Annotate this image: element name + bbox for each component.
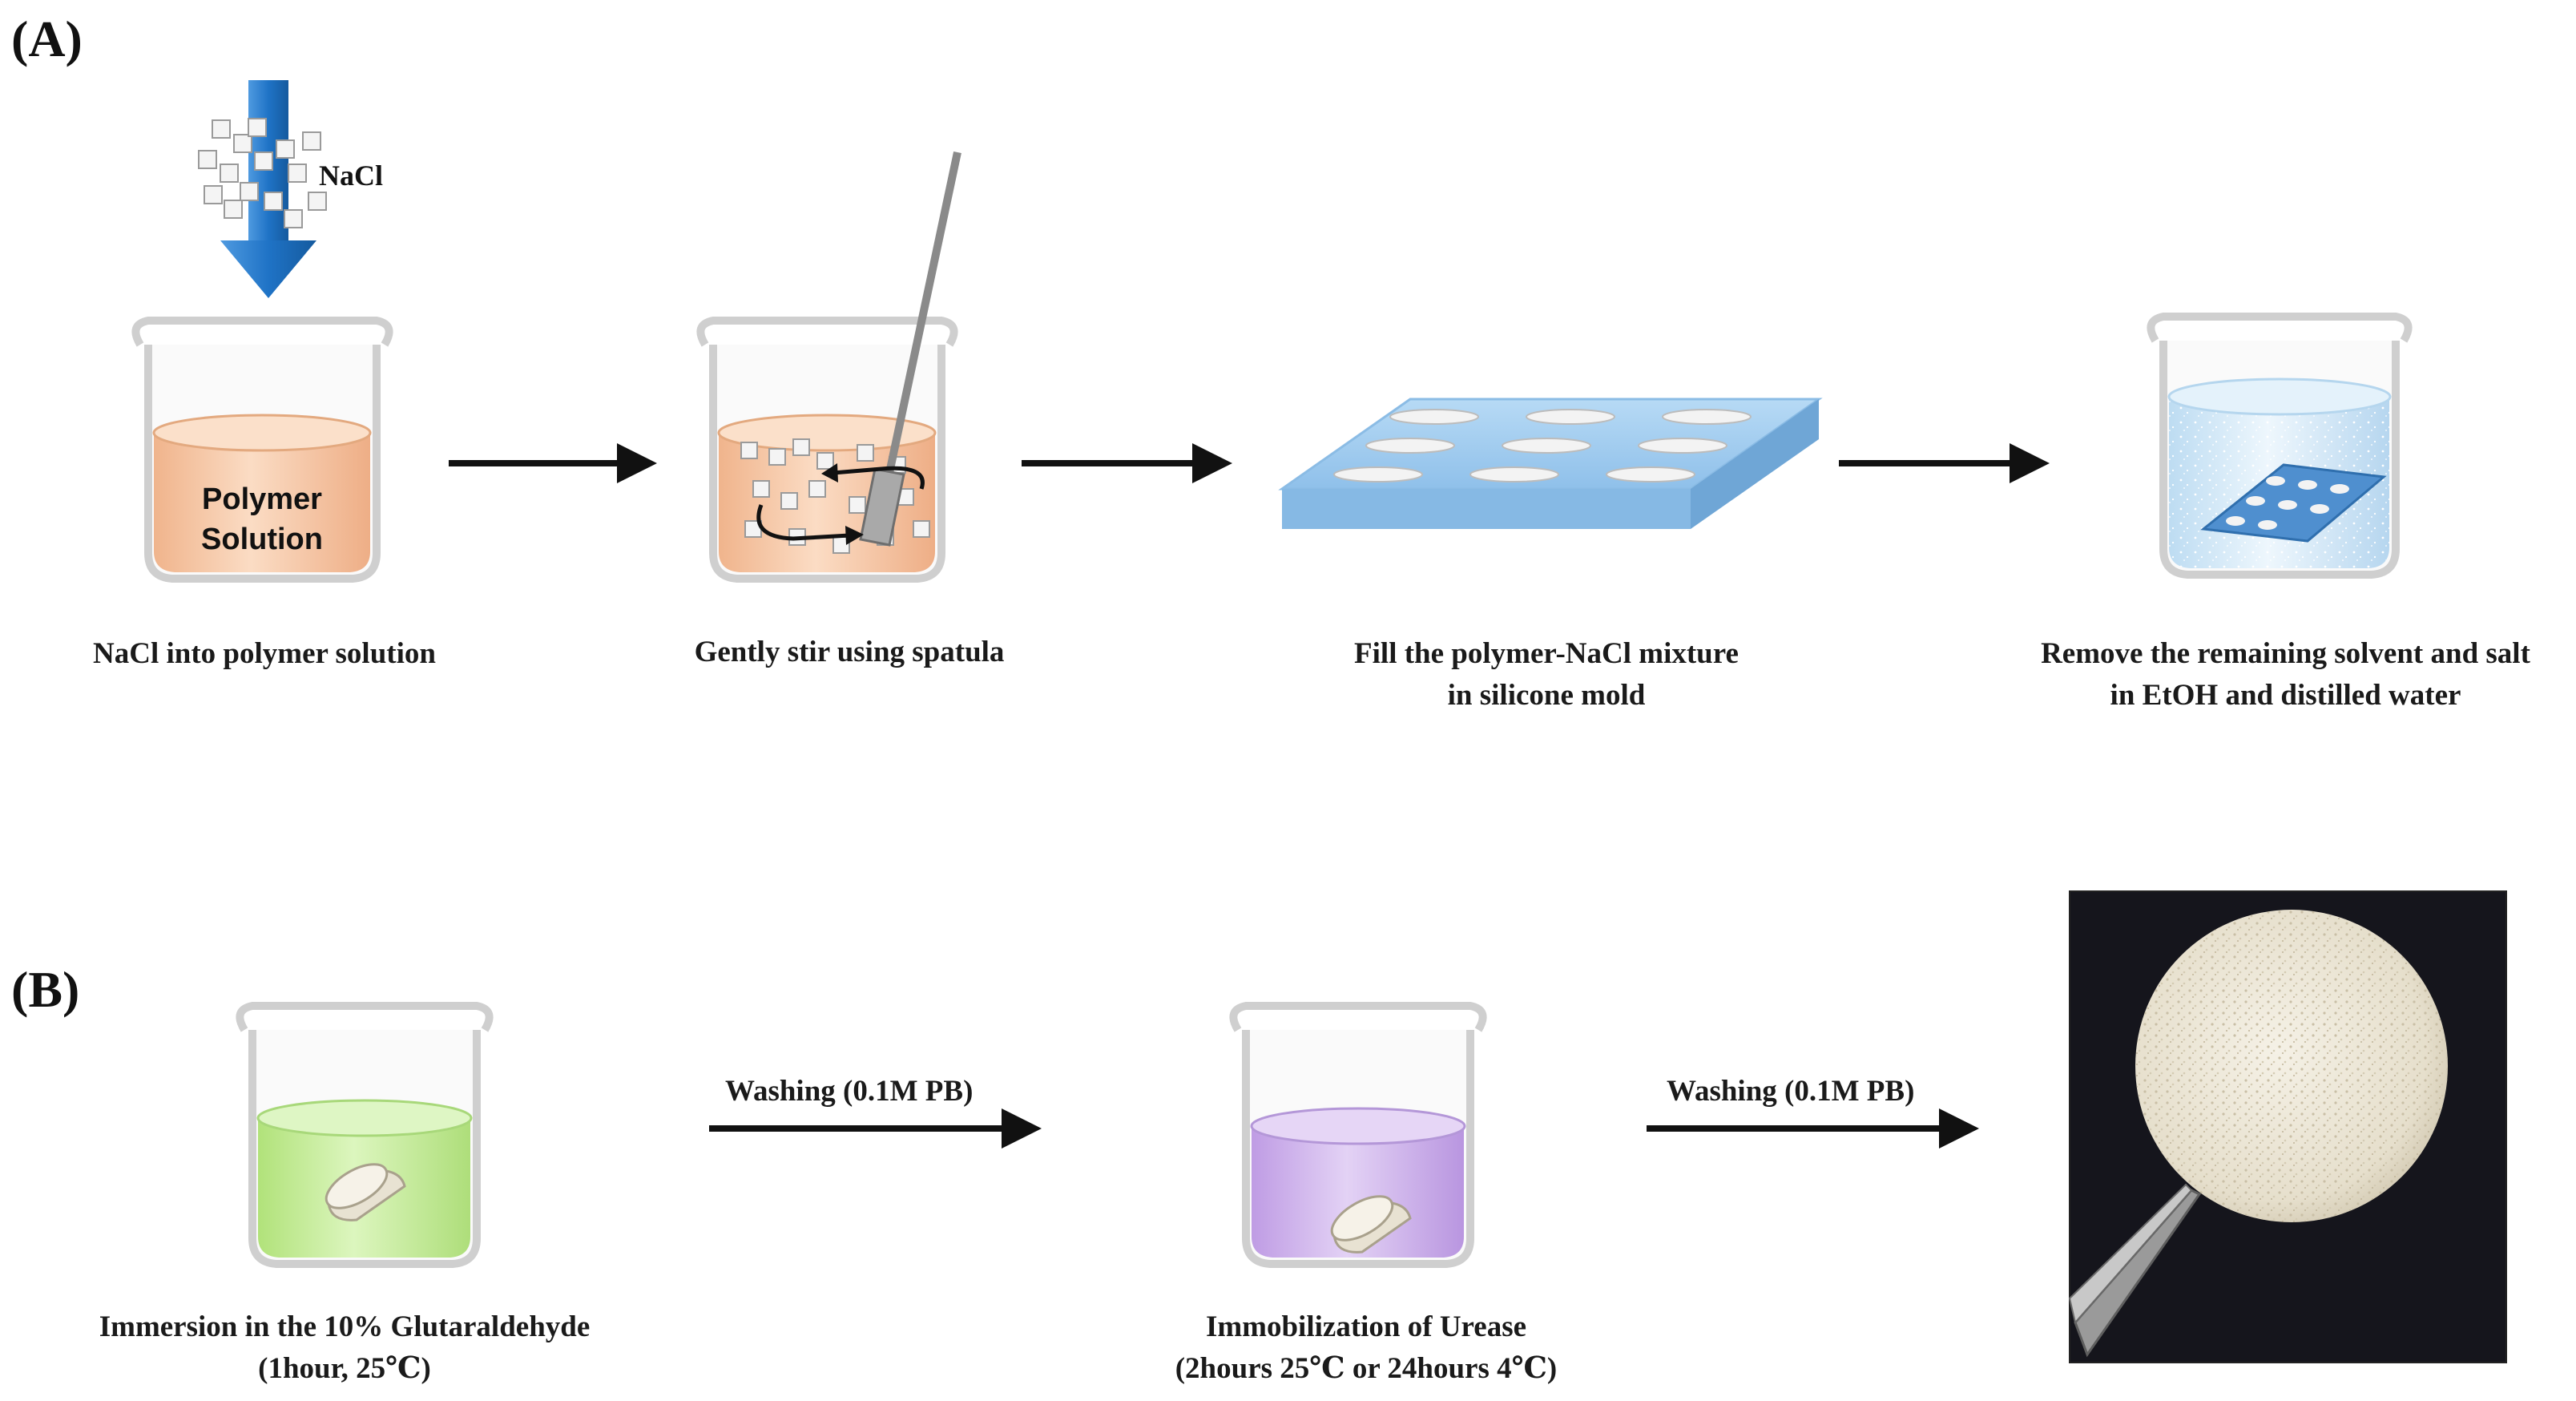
caption-a2-line1: Gently stir using spatula <box>694 636 1005 668</box>
beaker-glutaraldehyde <box>236 1002 494 1268</box>
nacl-crystals <box>198 118 327 228</box>
arrow-a2 <box>1022 443 1232 483</box>
arrow-a1 <box>449 443 657 483</box>
caption-b1: Immersion in the 10% Glutaraldehyde (1ho… <box>48 1306 641 1390</box>
scaffold-disc-b1 <box>325 1163 406 1221</box>
caption-b2: Immobilization of Urease (2hours 25℃ or … <box>1078 1306 1655 1390</box>
caption-b2-line1: Immobilization of Urease <box>1205 1310 1527 1343</box>
beaker-stir <box>696 151 961 583</box>
caption-b1-line2: (1hour, 25℃) <box>258 1352 431 1385</box>
arrow-b1 <box>709 1108 1042 1149</box>
caption-a4-line1: Remove the remaining solvent and salt <box>2041 637 2530 670</box>
beaker-polymer-solution <box>131 317 393 583</box>
beaker-polymer-solution-label: Polymer Solution <box>154 479 370 559</box>
arrow-a3 <box>1839 443 2050 483</box>
caption-a3-line2: in silicone mold <box>1447 679 1646 712</box>
beaker-wash <box>2147 313 2413 579</box>
caption-a3: Fill the polymer-NaCl mixture in silicon… <box>1250 633 1843 717</box>
scaffold-disc-b2 <box>1330 1195 1412 1254</box>
nacl-label: NaCl <box>319 159 383 192</box>
caption-b2-line2: (2hours 25℃ or 24hours 4℃) <box>1175 1352 1558 1385</box>
arrow-b2-label: Washing (0.1M PB) <box>1667 1075 1915 1108</box>
caption-a1-line1: NaCl into polymer solution <box>93 637 436 670</box>
arrow-b1-label: Washing (0.1M PB) <box>725 1075 974 1108</box>
caption-b1-line1: Immersion in the 10% Glutaraldehyde <box>99 1310 591 1343</box>
scaffold-photo <box>2068 890 2507 1363</box>
arrow-b2 <box>1647 1108 1979 1149</box>
beaker-urease <box>1229 1002 1487 1268</box>
caption-a1: NaCl into polymer solution <box>32 633 497 675</box>
panel-label-a: (A) <box>11 10 83 67</box>
caption-a2: Gently stir using spatula <box>625 632 1074 673</box>
silicone-mold <box>1278 398 1823 529</box>
nacl-down-arrow <box>220 80 316 298</box>
caption-a3-line1: Fill the polymer-NaCl mixture <box>1354 637 1739 670</box>
beaker-label-line1: Polymer <box>202 482 322 516</box>
caption-a4: Remove the remaining solvent and salt in… <box>2003 633 2568 717</box>
beaker-label-line2: Solution <box>201 523 323 556</box>
panel-label-b: (B) <box>11 961 80 1018</box>
caption-a4-line2: in EtOH and distilled water <box>2110 679 2461 712</box>
